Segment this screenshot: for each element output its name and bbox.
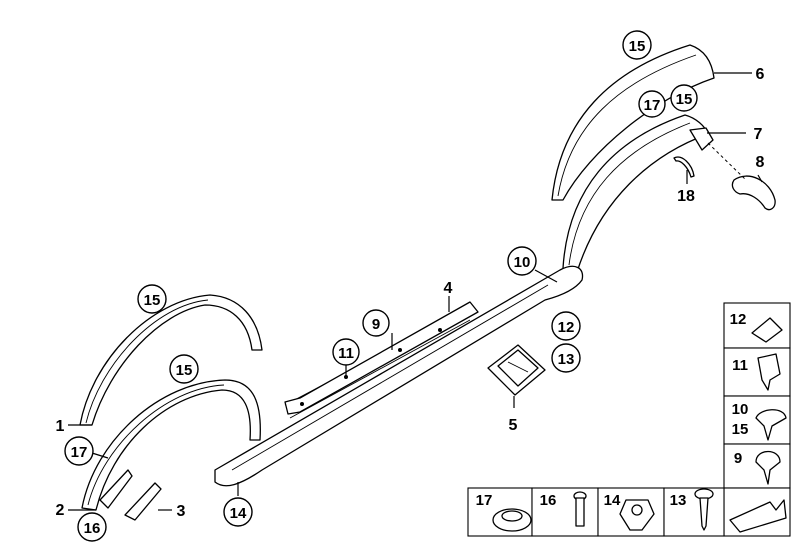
callout-label: 11 <box>338 345 354 362</box>
callout-14: 14 <box>223 497 253 527</box>
callout-15-top: 15 <box>622 30 652 60</box>
bolt-16-icon <box>575 497 585 527</box>
label-4: 4 <box>444 280 453 297</box>
part-7-rear-arch-trim-inner <box>562 114 714 273</box>
legend-label-9: 9 <box>734 450 742 467</box>
part-8-end-cap <box>731 175 776 211</box>
callout-9: 9 <box>362 309 390 337</box>
label-2: 2 <box>56 502 65 519</box>
legend-cell-13 <box>663 487 725 537</box>
part-3-bracket <box>99 469 162 521</box>
callout-17-rear: 17 <box>638 90 666 118</box>
label-6: 6 <box>756 66 765 83</box>
clip-11-icon <box>757 353 781 391</box>
clip-9-icon <box>755 450 781 485</box>
legend-label-17: 17 <box>476 492 493 509</box>
diagram-arrow-icon <box>729 499 787 533</box>
nut-14-hole <box>631 504 643 516</box>
part-1-front-arch-trim <box>79 294 263 426</box>
part-5-jack-pad <box>487 344 546 396</box>
callout-16: 16 <box>77 512 107 542</box>
callout-15-rear: 15 <box>670 84 698 112</box>
screw-13-icon <box>699 497 709 531</box>
legend-label-14: 14 <box>604 492 621 509</box>
legend-cell-12 <box>723 302 791 349</box>
callout-label: 17 <box>644 97 661 114</box>
legend-label-11: 11 <box>732 357 748 374</box>
callout-13: 13 <box>551 343 581 373</box>
part-4-side-sill <box>214 265 584 487</box>
label-7: 7 <box>754 126 763 143</box>
legend-label-10: 10 <box>732 401 749 418</box>
callout-label: 15 <box>676 91 693 108</box>
leader-lines <box>68 72 763 511</box>
legend-label-12: 12 <box>730 311 747 328</box>
legend-label-15: 15 <box>732 421 749 438</box>
callout-label: 15 <box>144 292 161 309</box>
part-18-seal-strip <box>673 156 695 178</box>
legend-label-16: 16 <box>540 492 557 509</box>
clip-12-icon <box>751 317 783 343</box>
callout-11: 11 <box>332 338 360 366</box>
callout-label: 12 <box>558 319 575 336</box>
label-1: 1 <box>56 418 65 435</box>
callout-15-front-lower: 15 <box>169 354 199 384</box>
part-2-front-arch-trim-inner <box>81 379 261 511</box>
leader-dashed-7-8 <box>707 142 747 181</box>
callout-15-front-upper: 15 <box>137 284 167 314</box>
legend-bottom: 17 16 14 13 <box>467 487 725 537</box>
label-3: 3 <box>177 503 186 520</box>
label-8: 8 <box>756 154 765 171</box>
callout-label: 15 <box>629 38 646 55</box>
callout-17-front: 17 <box>64 436 94 466</box>
label-5: 5 <box>509 417 518 434</box>
callout-label: 14 <box>230 505 247 522</box>
callout-10: 10 <box>507 246 537 276</box>
callout-12: 12 <box>551 311 581 341</box>
callout-label: 9 <box>372 316 380 333</box>
legend-side: 12 11 10 15 9 <box>723 302 791 537</box>
callout-label: 13 <box>558 351 575 368</box>
callout-label: 16 <box>84 520 101 537</box>
legend-label-13: 13 <box>670 492 687 509</box>
callout-label: 10 <box>514 254 531 271</box>
grommet-17-inner <box>501 510 523 522</box>
callout-label: 15 <box>176 362 193 379</box>
clip-10-icon <box>755 409 787 441</box>
callout-label: 17 <box>71 444 88 461</box>
label-18: 18 <box>677 188 695 205</box>
legend-cell-9 <box>723 443 791 489</box>
part-6-rear-arch-trim <box>551 44 715 201</box>
